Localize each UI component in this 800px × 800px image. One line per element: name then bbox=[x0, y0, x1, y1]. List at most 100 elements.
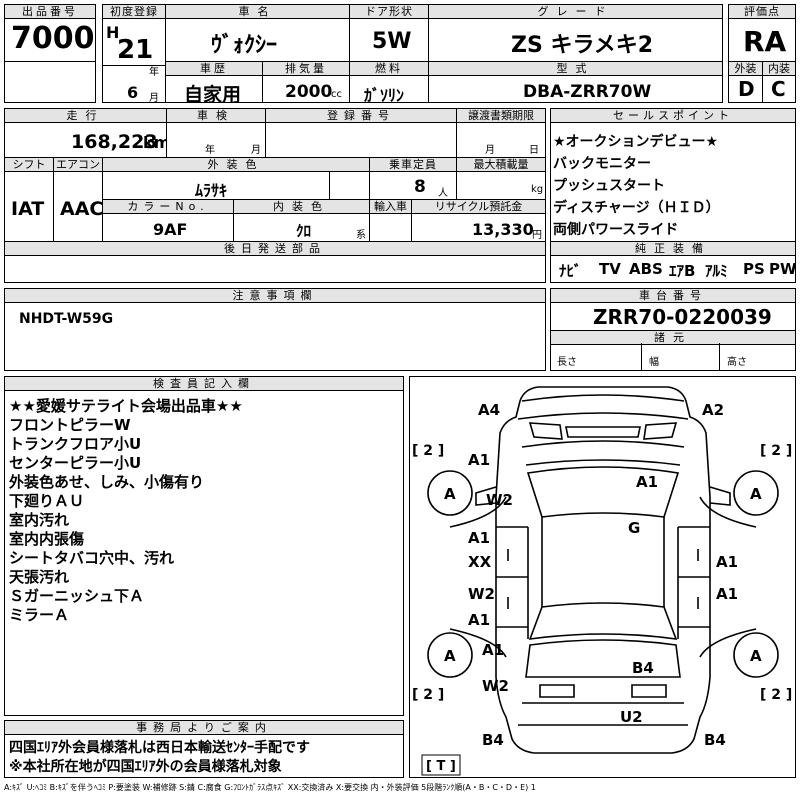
rating-cell: 評価点 RA bbox=[728, 4, 796, 62]
fuel: ｶﾞｿﾘﾝ bbox=[364, 86, 405, 103]
first-reg-label: 初度登録 bbox=[103, 5, 165, 19]
exterior-label: 外装 bbox=[729, 62, 762, 76]
equipment-cell: 純正装備 ﾅﾋﾞ TV ABS ｴｱB ｱﾙﾐ PS PW bbox=[550, 241, 796, 283]
import-cell: 輸入車 bbox=[369, 199, 412, 242]
aircon-cell: エアコン AAC bbox=[53, 157, 103, 242]
model-label: 型式 bbox=[429, 62, 722, 76]
year-unit: 年 bbox=[149, 67, 159, 78]
capacity-label: 乗車定員 bbox=[370, 158, 456, 172]
int-color: ｸﾛ bbox=[296, 222, 312, 240]
fuel-cell: 燃料 ｶﾞｿﾘﾝ bbox=[349, 61, 429, 103]
mark-front-right: A2 bbox=[702, 401, 724, 419]
aircon: AAC bbox=[60, 198, 103, 220]
width-label: 幅 bbox=[649, 357, 659, 368]
mark-tire-rl-depth: [ 2 ] bbox=[412, 687, 444, 703]
capacity-unit: 人 bbox=[438, 188, 448, 199]
chassis-cell: 車台番号 ZRR70-0220039 諸元 長さ 幅 高さ bbox=[550, 288, 796, 371]
import-label: 輸入車 bbox=[370, 200, 411, 214]
displacement-label: 排気量 bbox=[263, 62, 349, 76]
notes-cell: 注意事項欄 NHDT-W59G bbox=[4, 288, 546, 371]
max-load-label: 最大積載量 bbox=[457, 158, 545, 172]
car-name-label: 車名 bbox=[166, 5, 349, 19]
inspector-line: Ｓガーニッシュ下Ａ bbox=[9, 587, 145, 605]
notes-label: 注意事項欄 bbox=[5, 289, 545, 303]
transfer-label: 譲渡書類期限 bbox=[457, 109, 545, 123]
inspector-label: 検査員記入欄 bbox=[5, 377, 403, 391]
mark-rear-right: B4 bbox=[704, 731, 726, 749]
inspection-year-unit: 年 bbox=[205, 145, 215, 156]
height-label: 高さ bbox=[727, 357, 747, 368]
inspector-line: トランクフロア小U bbox=[9, 435, 142, 453]
sales-point-item: 両側パワースライド bbox=[553, 222, 679, 238]
mark-roof: G bbox=[628, 519, 640, 537]
exterior-grade-cell: 外装 D bbox=[728, 61, 763, 103]
mark-left-a1-top: A1 bbox=[468, 451, 490, 469]
chassis-label: 車台番号 bbox=[551, 289, 795, 303]
capacity: 8 bbox=[414, 177, 426, 197]
mark-trunk-tag: [ T ] bbox=[426, 759, 456, 774]
office-cell: 事務局よりご案内 四国ｴﾘｱ外会員様落札は西日本輸送ｾﾝﾀｰ手配です ※本社所在… bbox=[4, 720, 404, 778]
lot-number: 70004 bbox=[11, 21, 95, 56]
shift-cell: シフト IAT bbox=[4, 157, 54, 242]
mark-tire-fr: A bbox=[750, 485, 762, 503]
mark-rear-center: U2 bbox=[620, 708, 643, 726]
door-label: ドア形状 bbox=[350, 5, 428, 19]
spec-label: 諸元 bbox=[551, 330, 795, 345]
mark-left-a1-lower: A1 bbox=[468, 611, 490, 629]
car-outline-svg: A4 A2 [ 2 ] [ 2 ] A A A1 W2 A1 G A1 XX A… bbox=[412, 386, 792, 776]
mark-front-left: A4 bbox=[478, 401, 500, 419]
inspector-line: ミラーＡ bbox=[9, 606, 70, 624]
door-cell: ドア形状 5W bbox=[349, 4, 429, 62]
transfer-month-unit: 月 bbox=[485, 145, 495, 156]
grade-cell: グレード ZS キラメキ2 bbox=[428, 4, 723, 62]
first-reg-year: 21 bbox=[117, 35, 154, 65]
later-parts-cell: 後日発送部品 bbox=[4, 241, 546, 283]
mileage-label: 走行 bbox=[5, 109, 166, 123]
damage-diagram: A4 A2 [ 2 ] [ 2 ] A A A1 W2 A1 G A1 XX A… bbox=[409, 376, 796, 778]
chassis-number: ZRR70-0220039 bbox=[593, 305, 772, 329]
max-load-cell: 最大積載量 kg bbox=[456, 157, 546, 200]
mark-left-w2: W2 bbox=[486, 491, 513, 509]
month-unit: 月 bbox=[149, 93, 159, 103]
recycle-label: リサイクル預託金 bbox=[412, 200, 545, 214]
mark-left-w2-rear: W2 bbox=[482, 677, 509, 695]
office-line: ※本社所在地が四国ｴﾘｱ外の会員様落札対象 bbox=[9, 759, 282, 775]
int-color-unit: 系 bbox=[356, 230, 366, 241]
mark-tire-fl: A bbox=[444, 485, 456, 503]
equipment-item: PW bbox=[769, 260, 796, 278]
ext-color: ﾑﾗｻｷ bbox=[195, 181, 228, 200]
mark-right-a1-lower: A1 bbox=[716, 585, 738, 603]
exterior-grade: D bbox=[738, 77, 755, 101]
equipment-label: 純正装備 bbox=[551, 242, 795, 256]
history-cell: 車歴 自家用 bbox=[165, 61, 263, 103]
mark-left-a1-door: A1 bbox=[468, 529, 490, 547]
rating-label: 評価点 bbox=[729, 5, 795, 19]
tire-circles bbox=[427, 470, 779, 678]
length-label: 長さ bbox=[557, 357, 577, 368]
mark-tire-rl: A bbox=[444, 647, 456, 665]
equipment-item: ﾅﾋﾞ bbox=[559, 262, 582, 280]
office-label: 事務局よりご案内 bbox=[5, 721, 403, 735]
recycle-fee: 13,330 bbox=[472, 220, 534, 239]
inspection-cell: 車検 年 月 bbox=[166, 108, 266, 158]
model: DBA-ZRR70W bbox=[523, 82, 652, 102]
grade: ZS キラメキ2 bbox=[511, 33, 654, 58]
inspector-line: 下廻りＡＵ bbox=[9, 492, 85, 510]
registration-cell: 登録番号 bbox=[265, 108, 457, 158]
equipment-item: PS bbox=[743, 260, 765, 278]
mark-tire-rr: A bbox=[750, 647, 762, 665]
office-line: 四国ｴﾘｱ外会員様落札は西日本輸送ｾﾝﾀｰ手配です bbox=[9, 740, 310, 756]
model-cell: 型式 DBA-ZRR70W bbox=[428, 61, 723, 103]
history-label: 車歴 bbox=[166, 62, 262, 76]
inspector-line: 室内内張傷 bbox=[9, 530, 85, 548]
aircon-label: エアコン bbox=[54, 158, 102, 172]
equipment-item: ｴｱB bbox=[669, 262, 696, 280]
recycle-unit: 円 bbox=[532, 230, 542, 241]
sales-points-label: セールスポイント bbox=[551, 109, 795, 123]
equipment-item: ｱﾙﾐ bbox=[705, 262, 728, 280]
inspector-line: シートタバコ穴中、汚れ bbox=[9, 549, 175, 567]
interior-grade: C bbox=[771, 77, 786, 101]
mileage-cell: 走行 168,223 km bbox=[4, 108, 167, 158]
transfer-day-unit: 日 bbox=[529, 145, 539, 156]
later-parts-label: 後日発送部品 bbox=[5, 242, 545, 256]
